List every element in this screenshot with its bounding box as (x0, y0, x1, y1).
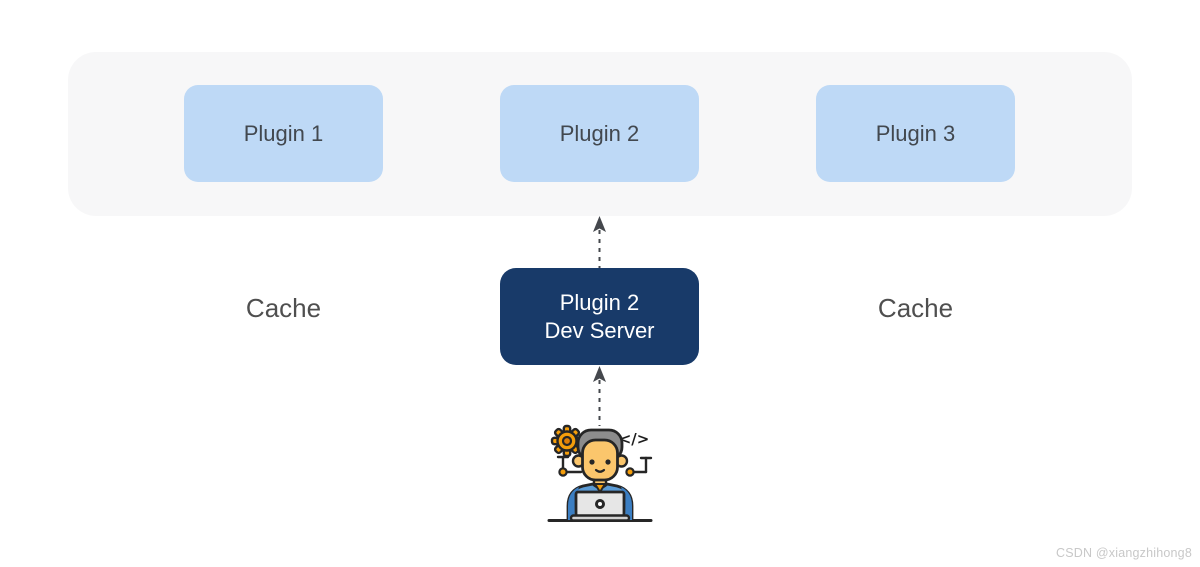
left-eye (589, 459, 595, 465)
left-node-connector-icon (556, 455, 583, 477)
plugin-1-node: Plugin 1 (184, 85, 383, 182)
dev-server-label-line2: Dev Server (544, 317, 655, 343)
dev-server-label-line1: Plugin 2 (559, 289, 640, 315)
right-eye (605, 459, 611, 465)
code-brackets-icon: </> (619, 430, 650, 448)
plugin-3-node: Plugin 3 (816, 85, 1015, 182)
face (581, 438, 619, 482)
plugins-container: Plugin 1 Plugin 2 Plugin 3 (68, 52, 1132, 216)
developer-at-laptop-icon: </> (547, 424, 653, 522)
plugin-2-dev-server-node: Plugin 2 Dev Server (500, 268, 699, 365)
right-node-connector-icon (625, 456, 653, 477)
laptop-icon (569, 490, 631, 522)
cache-label-left: Cache (245, 293, 322, 323)
cache-label-right: Cache (877, 293, 954, 323)
plugin-1-label: Plugin 1 (243, 120, 324, 146)
plugin-2-label: Plugin 2 (559, 120, 640, 146)
csdn-watermark: CSDN @xiangzhihong8 (1055, 546, 1192, 560)
collar-triangle (594, 483, 606, 493)
dashed-up-arrow-devserver-to-plugin2 (593, 216, 606, 268)
plugin-2-node: Plugin 2 (500, 85, 699, 182)
plugin-3-label: Plugin 3 (875, 120, 956, 146)
smile (594, 468, 606, 473)
gear-icon (550, 424, 584, 458)
dashed-up-arrow-developer-to-devserver (593, 366, 606, 426)
